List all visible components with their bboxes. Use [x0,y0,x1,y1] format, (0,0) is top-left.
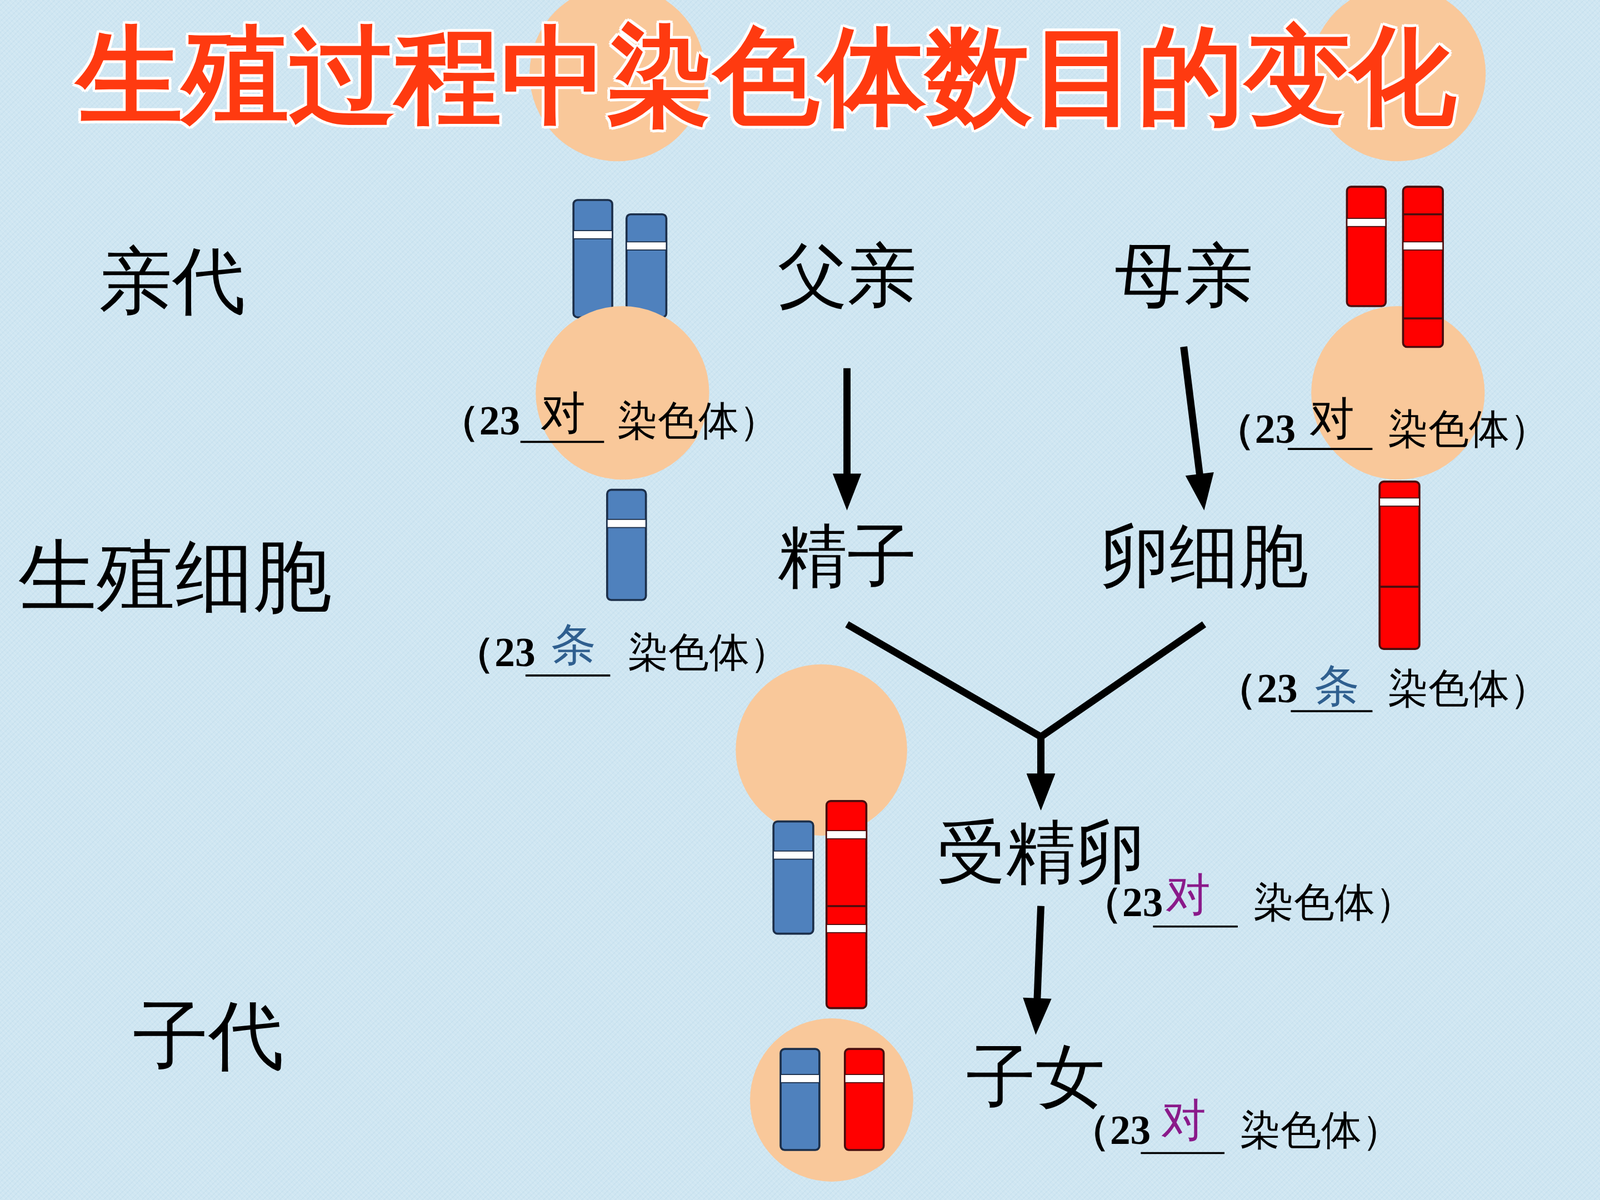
chromosome [1403,186,1444,347]
arrow-head [1185,472,1214,511]
stage-name: 卵细胞 [1100,515,1309,597]
flow-arrow [1022,906,1052,1035]
stage-node: 卵细胞 [1100,514,1309,598]
stage-name: 父亲 [777,235,917,316]
stage-node: 父亲 [777,233,917,318]
arrow-line [847,624,1042,782]
unit-text: 染色体） [1240,1106,1403,1155]
flow-arrow [1183,346,1214,511]
arrow-line [1183,346,1201,482]
generation-label: 生殖细胞 [18,529,332,624]
arrow-line [843,368,851,482]
unit-text: 染色体） [1253,878,1416,928]
chromosome [780,1048,820,1150]
answer-blank [1153,925,1238,928]
chromosome [773,821,814,934]
stage-name: 母亲 [1114,235,1254,316]
arrow-head [1022,997,1052,1035]
count-number: （23 [438,396,520,446]
stage-node: 母亲 [1114,233,1254,318]
answer-blank [1140,1152,1225,1155]
stage-node: 子女 [966,1035,1105,1119]
answer-word: 条 [551,617,597,672]
count-number: （23 [453,628,535,678]
arrow-head [832,473,862,511]
cell-circle [750,1018,914,1182]
arrow-head [1026,773,1055,811]
answer-word: 条 [1314,658,1360,713]
cell-circle [535,306,709,480]
chromosome [1346,186,1386,307]
arrow-head [1026,773,1055,811]
cell-circle [735,664,908,837]
chromosome [845,1048,884,1150]
chromosome [573,200,613,318]
unit-text: 染色体） [1387,664,1550,714]
flow-arrow [832,368,862,511]
stage-name: 精子 [777,515,917,597]
answer-word: 对 [540,386,586,440]
answer-word: 对 [1161,1093,1207,1148]
chromosome [1379,481,1420,649]
answer-word: 对 [1309,391,1355,446]
answer-blank [1287,447,1373,450]
count-number: （23 [1214,405,1296,454]
unit-text: 染色体） [627,628,790,678]
count-number: （23 [1216,664,1298,714]
unit-text: 染色体） [1387,405,1550,454]
flow-arrow [847,624,1056,811]
title: 生殖过程中染色体数目的变化 [76,12,1457,140]
chromosome [826,801,867,1009]
arrow-line [1036,906,1041,1006]
stage-name: 子女 [966,1036,1105,1117]
count-number: （23 [1081,878,1163,928]
answer-blank [520,440,605,443]
count-number: （23 [1069,1106,1151,1155]
flow-arrow [1026,624,1205,811]
chromosome [607,490,647,600]
chromosome [626,214,667,318]
stage-name: 受精卵 [936,811,1145,893]
generation-label: 亲代 [98,236,246,325]
unit-text: 染色体） [617,396,780,446]
arrow-line [1041,624,1205,782]
answer-blank [525,674,610,677]
generation-label: 子代 [132,990,284,1082]
stage-node: 精子 [777,514,917,598]
answer-word: 对 [1165,867,1211,922]
